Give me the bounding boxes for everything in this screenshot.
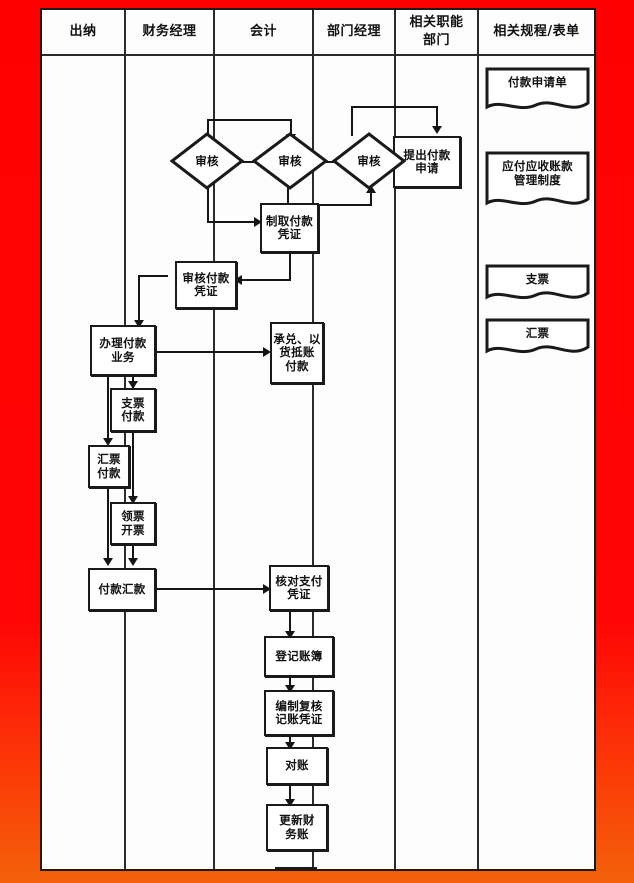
- column-divider-3: [312, 10, 314, 869]
- arrow-review1-to-make-voucher: [254, 217, 262, 227]
- arrow-checkvch-to-handle: [134, 320, 144, 328]
- column-divider-1: [124, 10, 126, 869]
- column-header-docs: 相关规程/表单: [493, 24, 580, 40]
- arrow-makevch-to-checkvch: [234, 275, 242, 285]
- edge-review1-reject-across: [207, 119, 292, 121]
- edge-review1-approve-down: [207, 186, 209, 223]
- node-label: 审核: [195, 154, 219, 168]
- node-review-payment-voucher[interactable]: 审核付款 凭证: [175, 261, 237, 309]
- node-handle-payment-business[interactable]: 办理付款 业务: [90, 325, 156, 376]
- edge-verify-to-register: [289, 611, 291, 636]
- header-rule: [42, 54, 594, 56]
- column-header-fin-manager: 财务经理: [142, 24, 197, 40]
- edge-makevch-down: [289, 253, 291, 281]
- edge-review1-reject-up: [207, 119, 209, 137]
- node-check-payment[interactable]: 支票 付款: [110, 388, 156, 432]
- node-draft-payment[interactable]: 汇票 付款: [88, 445, 130, 488]
- node-acceptance-goods-offset-payment[interactable]: 承兑、以 货抵账 付款: [270, 322, 324, 384]
- document-label: 应付应收账款 管理制度: [502, 159, 573, 187]
- document-shape: [485, 151, 590, 206]
- arrow-compile-to-recon: [285, 742, 295, 750]
- column-header-related-dept: 相关职能 部门: [409, 15, 464, 48]
- bottom-tick-mark: [275, 867, 317, 871]
- arrow-verify-to-register: [285, 631, 295, 639]
- edge-recon-to-update: [289, 785, 291, 804]
- document-payment-request-form[interactable]: 付款申请单: [485, 67, 590, 113]
- document-shape: [485, 318, 590, 354]
- edge-draftpay-to-remit: [107, 488, 109, 563]
- node-review-fin-manager[interactable]: 审核: [170, 132, 244, 190]
- arrow-remit-to-verify: [263, 584, 271, 594]
- document-label: 付款申请单: [508, 75, 567, 89]
- edge-checkvch-left: [138, 275, 168, 277]
- document-draft[interactable]: 汇票: [485, 318, 590, 358]
- node-register-ledger[interactable]: 登记账簿: [264, 636, 334, 677]
- column-divider-5: [477, 10, 479, 869]
- node-label: 审核: [278, 154, 302, 168]
- column-divider-2: [213, 10, 215, 869]
- node-receive-issue-invoice[interactable]: 领票 开票: [110, 502, 156, 545]
- column-divider-4: [394, 10, 396, 869]
- arrow-recon-to-update: [285, 799, 295, 807]
- edge-remit-to-verify: [156, 588, 266, 590]
- arrow-handle-to-checkpay: [128, 381, 138, 389]
- edge-review2-reject-across: [287, 204, 372, 206]
- edge-review1-approve-right: [207, 221, 258, 223]
- arrow-review2-reject-to-review3: [366, 185, 376, 193]
- document-payable-receivable-policy[interactable]: 应付应收账款 管理制度: [485, 151, 590, 211]
- edge-review3-reject-across: [351, 106, 438, 108]
- edge-register-to-compile: [289, 677, 291, 690]
- diamond-shape: [252, 132, 328, 190]
- node-review-dept-manager[interactable]: 审核: [332, 132, 406, 190]
- flowchart-frame: 出纳 财务经理 会计 部门经理 相关职能 部门 相关规程/表单: [40, 8, 596, 871]
- edge-handle-to-draftpay: [107, 376, 109, 443]
- edge-review2-reject-up: [370, 192, 372, 206]
- edge-review1-reject-down: [290, 119, 292, 136]
- edge-checkpay-to-invoice: [132, 432, 134, 500]
- arrow-register-to-compile: [285, 685, 295, 693]
- document-check[interactable]: 支票: [485, 264, 590, 304]
- document-shape: [485, 264, 590, 300]
- document-label: 汇票: [525, 326, 550, 340]
- node-make-payment-voucher[interactable]: 制取付款 凭证: [260, 203, 319, 253]
- node-update-financial-accounts[interactable]: 更新财 务账: [266, 804, 328, 851]
- node-compile-review-accounting-voucher[interactable]: 编制复核 记账凭证: [264, 690, 334, 736]
- node-verify-payment-voucher[interactable]: 核对支付 凭证: [269, 565, 329, 611]
- edge-invoice-to-remit: [132, 545, 134, 563]
- column-header-accountant: 会计: [249, 24, 277, 40]
- arrow-draftpay-to-remit: [103, 558, 113, 566]
- node-label: 审核: [357, 154, 381, 168]
- node-reconciliation[interactable]: 对账: [266, 747, 328, 785]
- node-payment-remittance[interactable]: 付款汇款: [88, 568, 156, 611]
- edge-review2-reject-down: [287, 186, 289, 206]
- arrow-checkpay-to-invoice: [128, 496, 138, 504]
- edge-compile-to-recon: [289, 729, 291, 747]
- arrow-handle-to-draftpay: [103, 438, 113, 446]
- node-review-accountant[interactable]: 审核: [252, 132, 328, 190]
- document-shape: [485, 67, 590, 110]
- arrow-invoice-to-remit: [128, 558, 138, 566]
- arrow-review3-reject-to-apply: [432, 126, 442, 134]
- column-header-dept-manager: 部门经理: [326, 24, 381, 40]
- arrow-handle-to-accept: [263, 347, 271, 357]
- edge-makevch-left: [240, 279, 291, 281]
- edge-handle-to-accept: [156, 351, 266, 353]
- edge-review3-reject-up: [351, 106, 353, 136]
- diamond-shape: [332, 132, 406, 190]
- edge-checkvch-down: [138, 275, 140, 323]
- edge-review3-reject-down: [436, 106, 438, 128]
- document-label: 支票: [525, 272, 550, 286]
- column-header-cashier: 出纳: [69, 24, 97, 40]
- diamond-shape: [170, 132, 244, 190]
